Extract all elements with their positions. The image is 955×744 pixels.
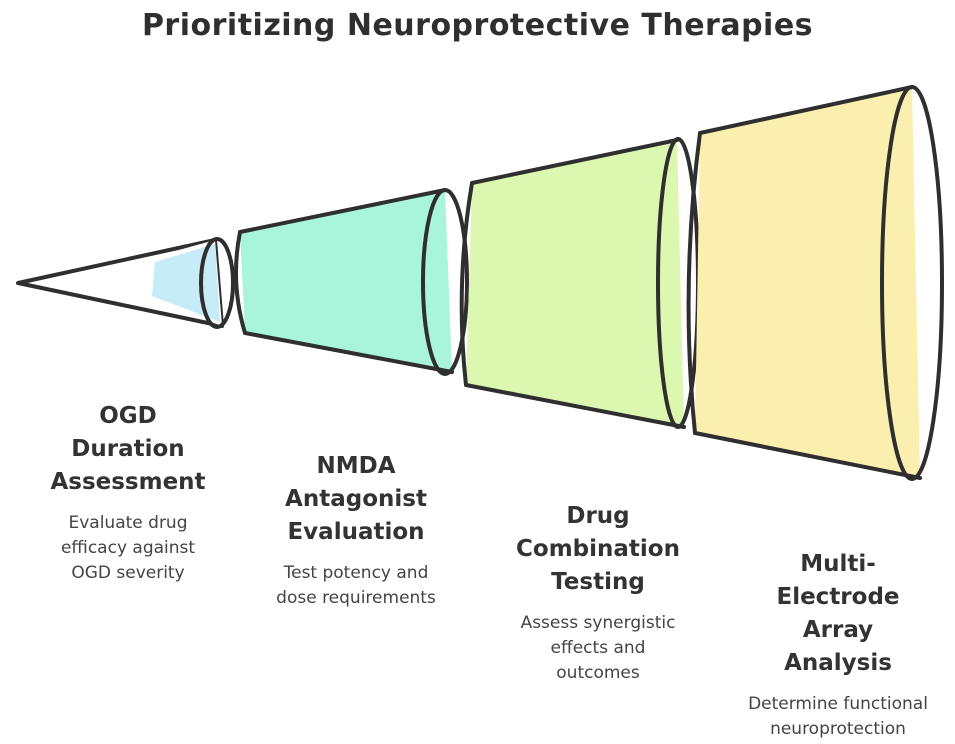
stage-1-ring <box>199 237 235 329</box>
stage-2-heading: NMDA Antagonist Evaluation <box>285 453 427 545</box>
stage-4-heading: Multi- Electrode Array Analysis <box>776 551 900 676</box>
stage-3-description: Assess synergistic effects and outcomes <box>520 613 676 683</box>
stage-2-ring <box>421 188 469 376</box>
stage-4-description: Determine functional neuroprotection <box>748 694 928 739</box>
stage-3-segment <box>466 140 684 427</box>
stage-1-label: OGD Duration Assessment Evaluate drug ef… <box>28 400 228 586</box>
stage-2-description: Test potency and dose requirements <box>276 563 436 608</box>
diagram-title: Prioritizing Neuroprotective Therapies <box>141 8 814 43</box>
stage-2-outline <box>234 188 454 374</box>
stage-1-heading: OGD Duration Assessment <box>50 403 206 495</box>
stage-3-heading: Drug Combination Testing <box>516 503 680 595</box>
stage-4-ring <box>880 85 944 481</box>
stage-4-segment <box>695 87 920 478</box>
stage-2-segment <box>240 190 452 372</box>
stage-2-label: NMDA Antagonist Evaluation Test potency … <box>256 450 456 611</box>
stage-1-description: Evaluate drug efficacy against OGD sever… <box>60 513 196 583</box>
stage-3-label: Drug Combination Testing Assess synergis… <box>488 500 708 686</box>
stage-3-outline <box>459 138 686 429</box>
stage-4-label: Multi- Electrode Array Analysis Determin… <box>726 548 950 742</box>
stage-4-outline <box>686 85 922 480</box>
